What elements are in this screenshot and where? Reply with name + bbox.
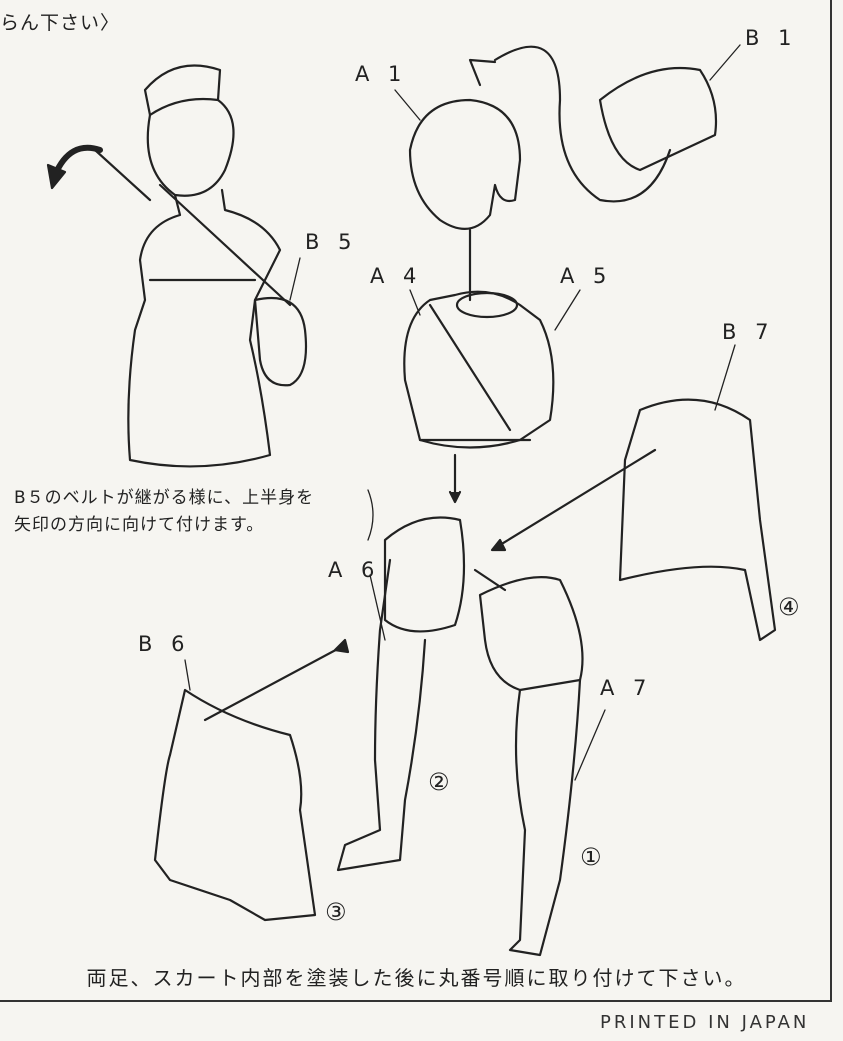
step-1: ① (580, 843, 602, 871)
label-a6: A 6 (328, 558, 381, 582)
legs-part-drawing (336, 516, 584, 957)
note-line-1: B５のベルトが継がる様に、上半身を (14, 488, 315, 508)
step-3: ③ (325, 898, 347, 926)
arrow-line (203, 643, 347, 722)
assembly-note: B５のベルトが継がる様に、上半身を 矢印の方向に向けて付けます。 (4, 485, 314, 539)
skirt-back-part-drawing (618, 398, 777, 642)
label-b1: B 1 (745, 26, 798, 50)
torso-part-drawing (403, 290, 555, 504)
assembled-figure-drawing (46, 64, 308, 468)
step-2: ② (428, 768, 450, 796)
skirt-front-part-drawing (153, 688, 317, 922)
note-line-2: 矢印の方向に向けて付けます。 (14, 515, 265, 535)
bottom-instruction: 両足、スカート内部を塗装した後に丸番号順に取り付けて下さい。 (86, 966, 747, 990)
label-b5: B 5 (305, 230, 358, 254)
label-a7: A 7 (600, 676, 653, 700)
label-a1: A 1 (355, 62, 408, 86)
cap-part-drawing (598, 66, 718, 172)
label-a4: A 4 (370, 264, 423, 288)
label-b7: B 7 (722, 320, 775, 344)
label-a5: A 5 (560, 264, 613, 288)
printed-in-japan: PRINTED IN JAPAN (600, 1012, 810, 1033)
page-border (0, 0, 832, 1002)
arrow-line (498, 448, 657, 547)
step-4: ④ (778, 593, 800, 621)
label-b6: B 6 (138, 632, 191, 656)
header-fragment: らん下さい〉 (0, 12, 121, 34)
head-part-drawing (408, 45, 672, 302)
